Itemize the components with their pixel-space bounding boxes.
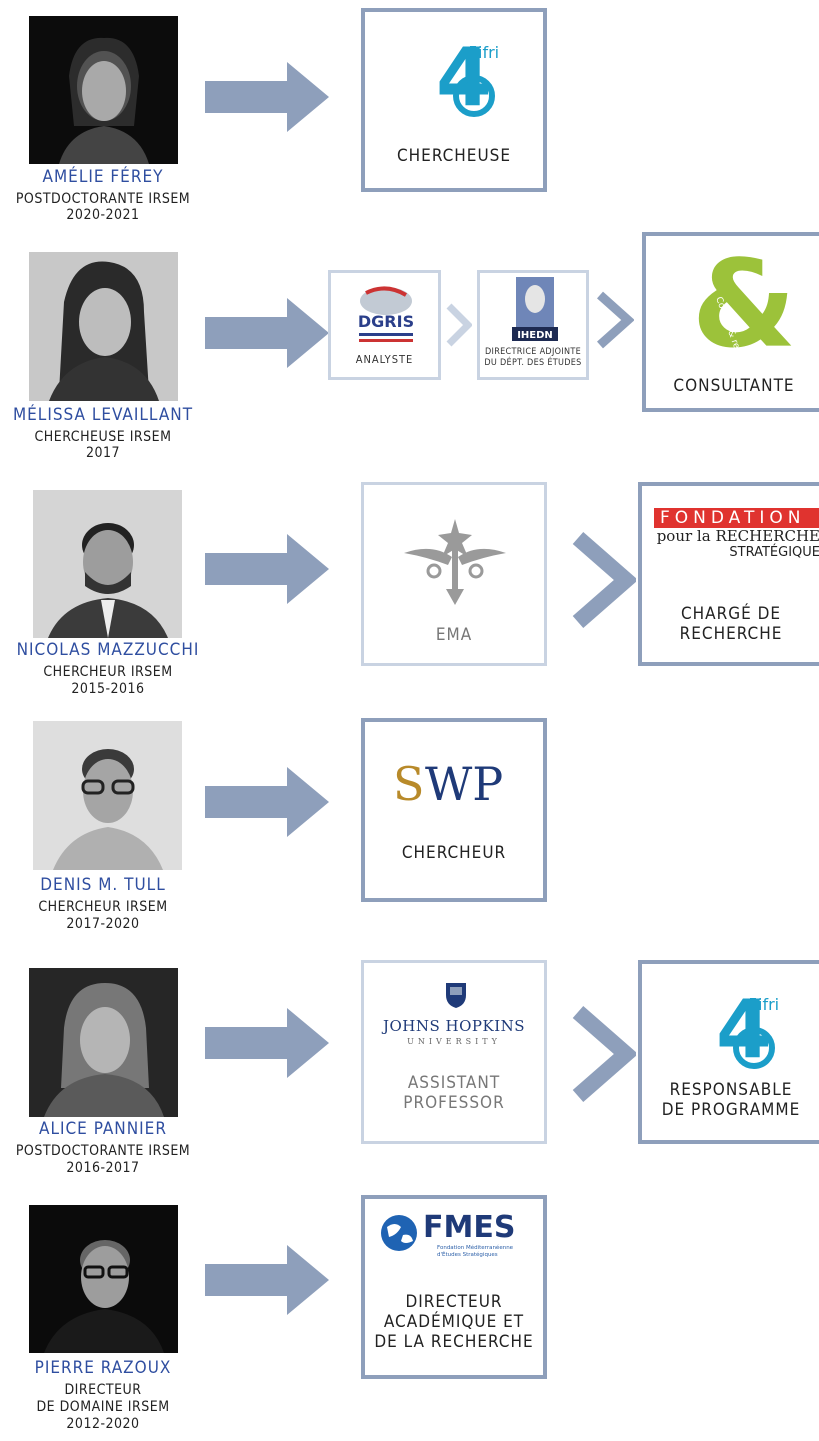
ihedn-logo-icon: IHEDN [512,277,558,341]
chevron-right-icon [572,531,636,629]
arrow-right-icon [205,298,329,368]
avatar [29,1205,178,1353]
person-name: MÉLISSA LEVAILLANT [12,405,194,425]
frs-logo-line: pour la RECHERCHE [656,527,819,545]
destination-label: DIRECTEUR [405,1292,503,1312]
destination-card-frs: FONDATION pour la RECHERCHE STRATÉGIQUE … [638,482,819,666]
globe-icon [381,1215,417,1251]
destination-label: ANALYSTE [355,353,414,366]
destination-card-fmes: FMES Fondation Méditerranéenne d'Études … [361,1195,547,1379]
ema-emblem-icon [404,519,506,605]
frs-logo-line: STRATÉGIQUE [729,545,819,560]
person-name: ALICE PANNIER [39,1119,167,1139]
arrow-right-icon [205,767,329,837]
person-role: DE DOMAINE IRSEM [36,1399,170,1415]
destination-card-ema: EMA [361,482,547,666]
svg-text:DGRIS: DGRIS [358,312,414,331]
person-years: 2016-2017 [66,1160,140,1176]
destination-label: ASSISTANT [407,1073,501,1093]
destination-label: DIRECTRICE ADJOINTE [484,347,582,357]
destination-label: CONSULTANTE [673,376,795,396]
arrow-right-icon [205,1245,329,1315]
person-name: NICOLAS MAZZUCCHI [16,640,200,660]
destination-label: RESPONSABLE [669,1080,793,1100]
person-years: 2012-2020 [66,1416,140,1432]
chevron-right-icon [572,1005,636,1103]
svg-text:S: S [393,758,425,808]
johns-hopkins-shield-icon [446,983,466,1008]
fmes-wordmark: FMES [423,1210,516,1245]
person-years: 2020-2021 [66,207,140,223]
fmes-subtext: Fondation Méditerranéenne d'Études Strat… [437,1245,514,1258]
person-name: PIERRE RAZOUX [34,1358,172,1378]
avatar [33,490,182,638]
person-role: DIRECTEUR [64,1382,142,1398]
destination-card-conseil-recherche: &Conseil & recherche CONSULTANTE [642,232,819,412]
svg-text:4: 4 [716,983,772,1070]
frs-logo-banner: FONDATION [654,508,819,528]
conseil-recherche-logo-icon: &Conseil & recherche [694,250,794,360]
arrow-right-icon [205,62,329,132]
johns-hopkins-university: UNIVERSITY [407,1037,501,1046]
arrow-right-icon [205,1008,329,1078]
destination-card-johns-hopkins: JOHNS HOPKINS UNIVERSITY ASSISTANT PROFE… [361,960,547,1144]
svg-text:4: 4 [436,31,492,118]
svg-text:ifri: ifri [758,995,779,1014]
avatar [29,16,178,164]
person-role: POSTDOCTORANTE IRSEM [15,191,191,207]
destination-label: DE PROGRAMME [661,1100,801,1120]
destination-label: CHARGÉ DE [680,604,782,624]
destination-label: DU DÉPT. DES ÉTUDES [484,358,582,368]
person-role: CHERCHEUR IRSEM [43,664,173,680]
person-years: 2017 [85,445,121,461]
destination-label: EMA [435,625,473,645]
frs-logo-icon: FONDATION pour la RECHERCHE STRATÉGIQUE [654,508,819,570]
destination-label: DE LA RECHERCHE [374,1332,534,1352]
destination-label: ACADÉMIQUE ET [383,1312,525,1332]
svg-text:ifri: ifri [478,43,499,62]
person-name: DENIS M. TULL [40,875,166,895]
destination-label: RECHERCHE [679,624,783,644]
avatar [29,968,178,1117]
person-role: CHERCHEUSE IRSEM [34,429,172,445]
chevron-right-icon [597,291,634,349]
johns-hopkins-wordmark: JOHNS HOPKINS [382,1017,526,1035]
person-years: 2017-2020 [66,916,140,932]
dgris-logo-icon: DGRIS [358,286,414,342]
destination-card-dgris: DGRIS ANALYSTE [328,270,441,380]
person-role: POSTDOCTORANTE IRSEM [15,1143,191,1159]
avatar [29,252,178,401]
arrow-right-icon [205,534,329,604]
chevron-right-icon [446,303,472,347]
person-name: AMÉLIE FÉREY [42,167,164,187]
svg-text:WP: WP [425,758,503,808]
destination-label: CHERCHEUR [401,843,507,863]
destination-label: PROFESSOR [403,1093,505,1113]
svg-text:&: & [694,250,794,360]
avatar [33,721,182,870]
person-role: CHERCHEUR IRSEM [38,899,168,915]
destination-card-ihedn: IHEDN DIRECTRICE ADJOINTE DU DÉPT. DES É… [477,270,589,380]
svg-text:IHEDN: IHEDN [517,330,553,341]
destination-label: CHERCHEUSE [396,146,512,166]
person-years: 2015-2016 [71,681,145,697]
